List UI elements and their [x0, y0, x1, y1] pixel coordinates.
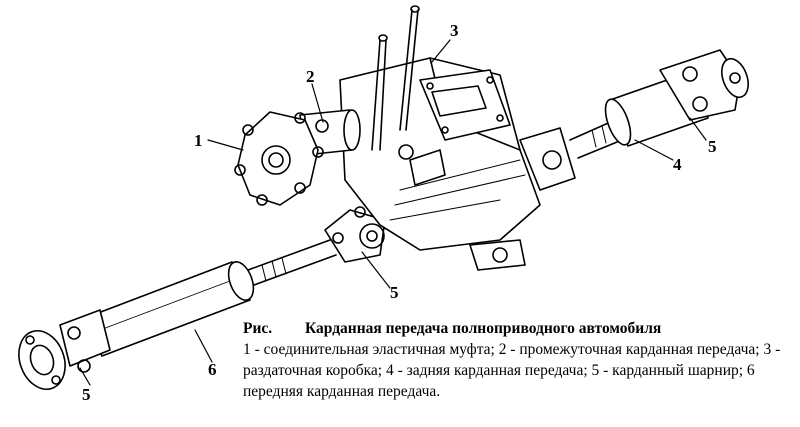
- figure-caption: Рис. Карданная передача полноприводного а…: [243, 318, 795, 402]
- caption-legend: 1 - соединительная эластичная муфта; 2 -…: [243, 341, 781, 400]
- rear-universal-joint: [659, 49, 749, 121]
- caption-title: Карданная передача полноприводного автом…: [305, 320, 662, 337]
- figure-label: Рис.: [243, 320, 273, 337]
- callout-4: 4: [673, 155, 682, 174]
- callout-5-front: 5: [82, 385, 91, 404]
- callout-1: 1: [194, 131, 203, 150]
- callout-2: 2: [306, 67, 315, 86]
- front-universal-joint: [18, 309, 111, 390]
- callout-5-rear: 5: [708, 137, 717, 156]
- flexible-coupling: [234, 111, 324, 206]
- front-propeller-shaft: [84, 239, 337, 357]
- caption-title-line: Рис. Карданная передача полноприводного а…: [243, 318, 795, 339]
- transfer-case: [339, 57, 541, 271]
- leader-lines: [79, 39, 707, 386]
- callout-6: 6: [208, 360, 217, 379]
- shift-levers: [371, 5, 420, 151]
- callout-5-centre: 5: [390, 283, 399, 302]
- callout-3: 3: [450, 21, 459, 40]
- centre-universal-joint: [324, 206, 386, 263]
